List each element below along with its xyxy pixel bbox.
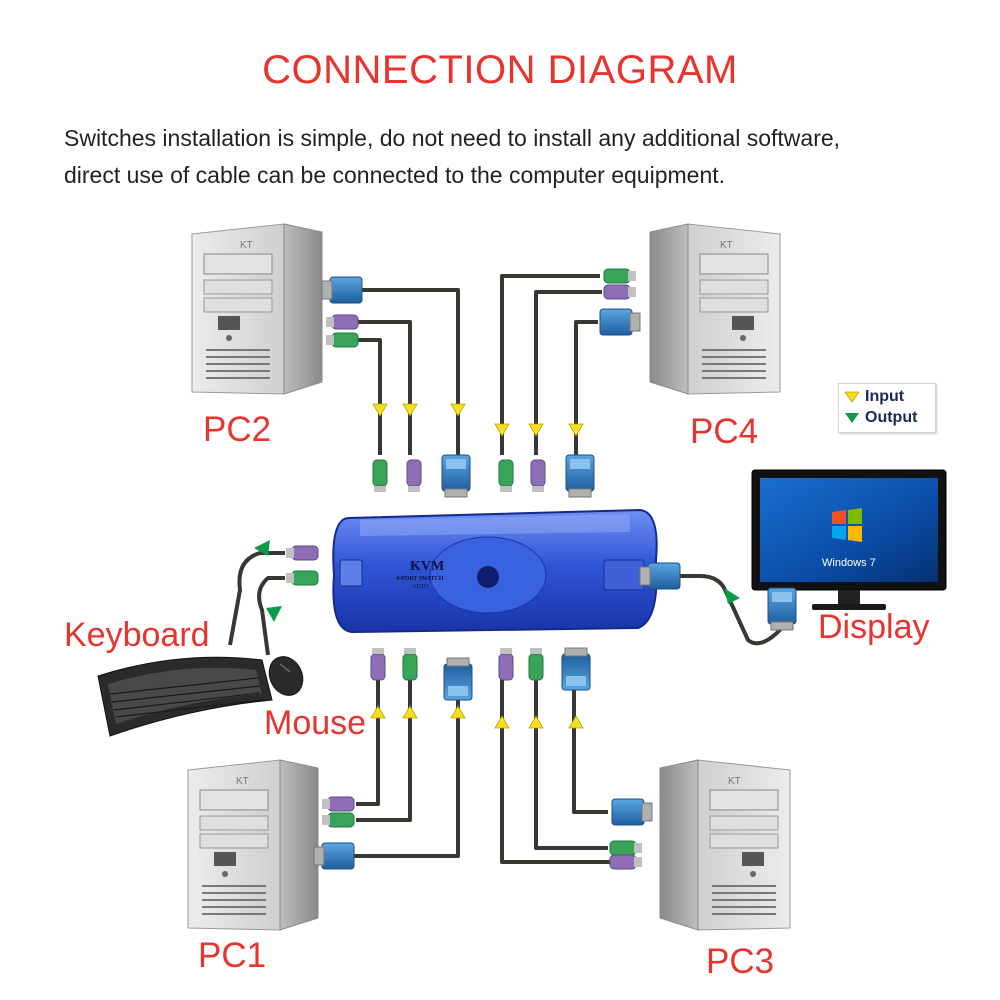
- label-pc3: PC3: [706, 942, 775, 981]
- svg-text:Windows 7: Windows 7: [822, 557, 876, 569]
- pc4-tower: KT: [649, 223, 781, 395]
- pc2-tower: KT: [191, 223, 323, 395]
- svg-text:KT: KT: [728, 776, 741, 787]
- label-pc1: PC1: [198, 936, 267, 975]
- svg-text:KT: KT: [240, 240, 253, 251]
- legend: Input Output: [838, 383, 936, 433]
- kvm-switch: KVM 4-PORT SWITCH AUTO: [332, 508, 658, 634]
- label-mouse: Mouse: [264, 704, 367, 742]
- legend-output: Output: [845, 409, 917, 427]
- svg-text:KVM: KVM: [410, 559, 444, 574]
- display-monitor: Windows 7: [751, 469, 947, 631]
- keyboard: [97, 656, 273, 737]
- pc3-tower: KT: [659, 759, 791, 931]
- output-arrow-icon: [845, 413, 859, 423]
- cables: [228, 274, 784, 864]
- switch-bottom-connectors: [370, 647, 591, 701]
- page-title: CONNECTION DIAGRAM: [262, 48, 738, 92]
- pc1-connectors: [313, 796, 355, 870]
- svg-text:KT: KT: [236, 776, 249, 787]
- keyboard-mouse-connectors: [285, 545, 319, 586]
- label-display: Display: [818, 608, 930, 646]
- legend-output-label: Output: [865, 409, 918, 426]
- svg-text:KT: KT: [720, 240, 733, 251]
- description-line-2: direct use of cable can be connected to …: [64, 162, 726, 188]
- output-arrows: [254, 540, 740, 622]
- label-pc2: PC2: [203, 410, 272, 449]
- input-arrow-icon: [845, 391, 859, 403]
- description-line-1: Switches installation is simple, do not …: [64, 125, 841, 151]
- label-keyboard: Keyboard: [64, 616, 210, 654]
- display-vga-connector: [639, 562, 681, 590]
- pc2-connectors: [321, 276, 363, 348]
- description: Switches installation is simple, do not …: [64, 120, 964, 194]
- svg-text:4-PORT SWITCH: 4-PORT SWITCH: [396, 576, 444, 582]
- pc1-tower: KT: [187, 759, 319, 931]
- switch-top-connectors: [372, 454, 595, 498]
- label-pc4: PC4: [690, 412, 759, 451]
- pc4-connectors: [599, 268, 641, 336]
- mouse: [268, 656, 304, 696]
- svg-text:AUTO: AUTO: [412, 584, 429, 590]
- pc3-connectors: [609, 798, 653, 870]
- legend-input: Input: [845, 388, 904, 406]
- legend-input-label: Input: [865, 388, 905, 405]
